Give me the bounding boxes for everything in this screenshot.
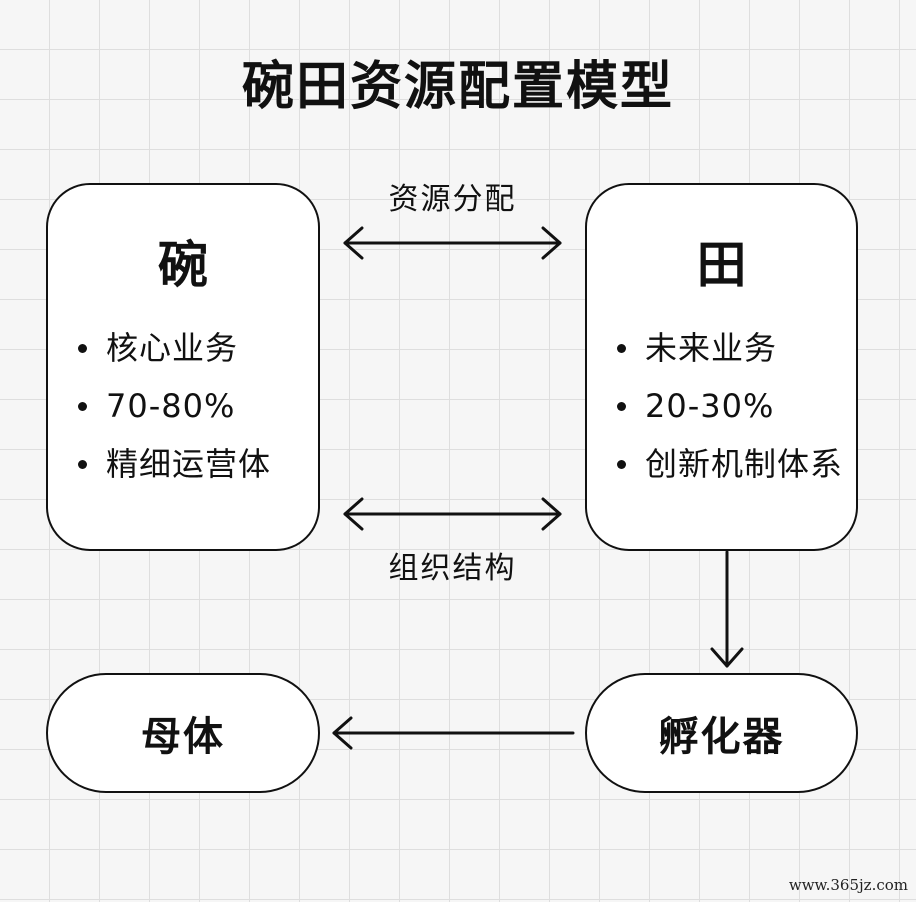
field-bullet-item: 20-30%: [617, 381, 846, 431]
organization-structure-label: 组织结构: [388, 551, 517, 586]
organization-structure-double-arrow: [343, 497, 562, 531]
incubator-to-parent-arrow: [332, 716, 575, 750]
bowl-bullet-item: 核心业务: [78, 323, 308, 373]
bowl-heading: 碗: [158, 236, 208, 294]
field-bullet-list: 未来业务 20-30% 创新机制体系: [617, 323, 846, 497]
field-heading: 田: [696, 236, 747, 294]
incubator-box: 孵化器: [585, 673, 858, 793]
field-to-incubator-arrow: [710, 550, 744, 668]
bowl-bullet-item: 70-80%: [78, 381, 308, 431]
bowl-bullet-list: 核心业务 70-80% 精细运营体: [78, 323, 308, 497]
resource-allocation-double-arrow: [343, 226, 562, 260]
field-box: 田 未来业务 20-30% 创新机制体系: [585, 183, 858, 551]
parent-box: 母体: [46, 673, 320, 793]
bowl-box: 碗 核心业务 70-80% 精细运营体: [46, 183, 320, 551]
field-bullet-item: 未来业务: [617, 323, 846, 373]
field-bullet-item: 创新机制体系: [617, 439, 846, 489]
diagram-title: 碗田资源配置模型: [241, 57, 674, 117]
bowl-bullet-item: 精细运营体: [78, 439, 308, 489]
watermark: www.365jz.com: [788, 876, 908, 894]
incubator-label: 孵化器: [658, 714, 785, 760]
parent-label: 母体: [141, 714, 225, 760]
resource-allocation-label: 资源分配: [388, 182, 517, 217]
